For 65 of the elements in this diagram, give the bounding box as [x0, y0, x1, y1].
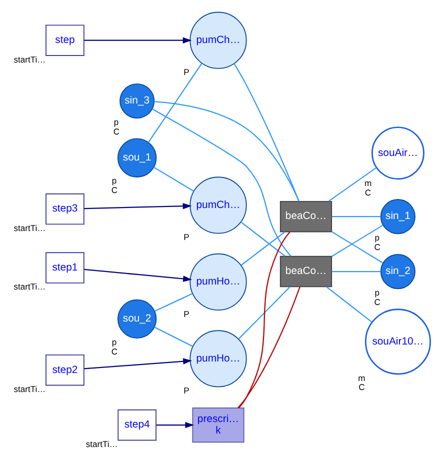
connector [238, 286, 290, 340]
node-label: startTi… [13, 222, 46, 233]
node-label: C [110, 185, 118, 196]
node-label: C [112, 126, 120, 136]
node-label: C [374, 242, 380, 252]
node-box: beaCo… [279, 256, 332, 288]
node-label: startTi… [13, 384, 46, 394]
node-label: C [364, 187, 371, 198]
node-box: step3 [45, 193, 84, 225]
connector [326, 286, 372, 323]
node-label: p [374, 232, 379, 242]
node-circle: sin_2 [380, 254, 415, 290]
connector [154, 293, 192, 312]
node-circle: sou_2 [116, 299, 156, 339]
node-circle: pumHo… [189, 253, 246, 311]
node-label: startTi… [85, 439, 118, 450]
node-label: p [111, 176, 116, 186]
node-label: p [111, 336, 116, 347]
node-circle: souAir10… [364, 308, 430, 375]
node-label: p [374, 287, 379, 298]
connector [328, 167, 376, 202]
connector [331, 216, 380, 218]
arrow [84, 202, 192, 210]
connector [147, 63, 202, 143]
connector [152, 108, 291, 257]
arrow [84, 37, 192, 44]
node-label: P [183, 67, 189, 78]
connector [233, 63, 299, 202]
node-box: step2 [45, 354, 84, 386]
connector [154, 100, 300, 202]
node-label: m [358, 372, 365, 383]
node-box: prescri… k [192, 408, 244, 443]
arrow [84, 268, 192, 282]
connector [237, 286, 300, 408]
node-box: step [45, 24, 84, 56]
node-circle: pumHo… [189, 330, 246, 388]
connector [330, 231, 383, 264]
node-label: P [183, 308, 189, 319]
connector [331, 270, 380, 272]
node-label: startTi… [13, 282, 46, 292]
node-label: startTi… [13, 54, 46, 64]
connector [152, 166, 194, 192]
node-label: C [358, 382, 364, 392]
node-box: beaCo… [279, 200, 332, 232]
node-circle: pumCh… [189, 176, 246, 234]
node-box: step1 [45, 252, 84, 284]
connector [154, 326, 193, 347]
node-circle: sin_1 [380, 199, 415, 234]
arrow [156, 422, 194, 428]
connector [240, 231, 285, 266]
connector [238, 231, 290, 408]
node-circle: souAir… [370, 126, 424, 180]
node-circle: sou_1 [116, 138, 156, 178]
connector [240, 222, 285, 257]
node-label: m [364, 178, 372, 188]
arrow [84, 358, 192, 370]
node-label: p [113, 116, 118, 127]
connector [330, 224, 383, 257]
node-box: step4 [117, 409, 156, 441]
node-label: C [374, 296, 380, 307]
node-label: P [183, 232, 189, 242]
node-label: C [110, 346, 118, 356]
node-label: P [183, 386, 189, 396]
node-circle: pumCh… [189, 12, 246, 69]
node-circle: sin_3 [119, 83, 154, 119]
